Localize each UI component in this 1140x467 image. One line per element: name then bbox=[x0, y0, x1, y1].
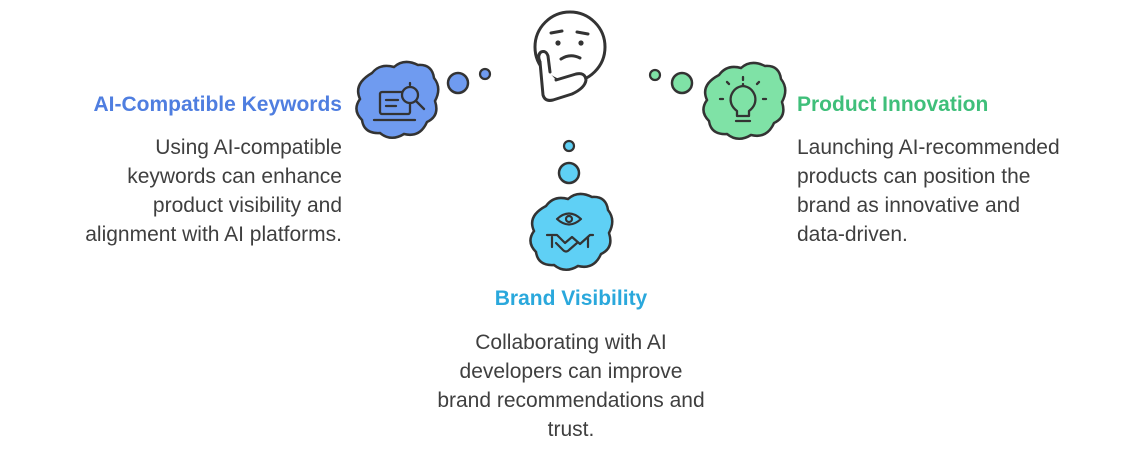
thought-dots-bottom bbox=[557, 139, 581, 185]
innovation-description-line: brand as innovative and bbox=[797, 194, 1020, 217]
keywords-node: AI-Compatible Keywords Using AI-compatib… bbox=[20, 92, 342, 249]
thought-dots-left bbox=[446, 67, 492, 95]
visibility-description-line: Collaborating with AI bbox=[475, 331, 667, 354]
keywords-description-line: keywords can enhance bbox=[127, 165, 342, 188]
keywords-title: AI-Compatible Keywords bbox=[93, 93, 342, 116]
keywords-cloud-bubble bbox=[355, 60, 440, 139]
keywords-description-line: alignment with AI platforms. bbox=[85, 223, 342, 246]
thinking-face-icon bbox=[533, 10, 607, 102]
visibility-cloud-bubble bbox=[529, 192, 614, 271]
innovation-description-line: Launching AI-recommended bbox=[797, 136, 1060, 159]
innovation-title: Product Innovation bbox=[797, 93, 989, 116]
innovation-description-line: products can position the bbox=[797, 165, 1031, 188]
keywords-description-line: Using AI-compatible bbox=[155, 136, 342, 159]
visibility-title: Brand Visibility bbox=[494, 287, 648, 310]
innovation-description-line: data-driven. bbox=[797, 223, 908, 246]
innovation-cloud-bubble bbox=[702, 61, 787, 140]
visibility-description-line: brand recommendations and bbox=[437, 389, 705, 412]
eye-handshake-icon bbox=[545, 212, 595, 253]
lightbulb-icon bbox=[718, 75, 768, 123]
keywords-description-line: product visibility and bbox=[152, 194, 342, 217]
innovation-node: Product Innovation Launching AI-recommen… bbox=[797, 92, 1107, 249]
thought-dots-right bbox=[648, 68, 694, 95]
visibility-node: Brand Visibility Collaborating with AI d… bbox=[395, 286, 747, 444]
laptop-search-icon bbox=[372, 81, 426, 122]
visibility-description-line: developers can improve bbox=[459, 360, 683, 383]
visibility-description-line: trust. bbox=[547, 418, 595, 441]
